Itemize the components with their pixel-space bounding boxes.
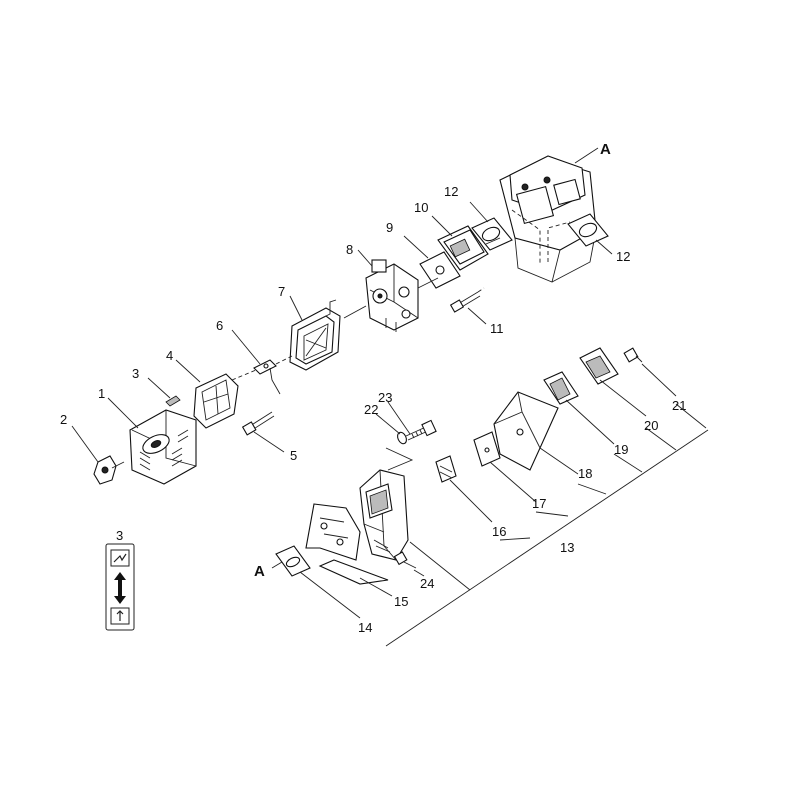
part-11-bolt	[449, 291, 481, 313]
part-12-label-left: 12	[444, 184, 458, 199]
part-2-knob	[93, 455, 125, 485]
part-20-gasket	[579, 347, 619, 385]
part-9-label: 9	[386, 220, 393, 235]
part-23-label: 23	[378, 390, 392, 405]
legend-number: 3	[116, 528, 123, 543]
part-12-gasket-right	[567, 213, 609, 247]
part-17-label: 17	[532, 496, 546, 511]
part-8-carburetor	[365, 259, 419, 332]
part-11-label: 11	[490, 321, 504, 336]
ref-label-a-top: A	[600, 141, 611, 158]
part-19-plate	[543, 371, 579, 405]
part-1-label: 1	[98, 386, 105, 401]
part-15-label: 15	[394, 594, 408, 609]
cylinder-housing	[499, 155, 597, 283]
part-13-muffler	[359, 469, 409, 561]
up-down-arrow-icon	[114, 572, 126, 604]
part-1-air-cleaner-cover	[129, 409, 197, 485]
part-7-air-filter-case	[289, 299, 341, 371]
part-16-spark-arrester	[435, 455, 457, 483]
part-24-label: 24	[420, 576, 434, 591]
choke-legend-card	[105, 543, 135, 631]
part-2-label: 2	[60, 412, 67, 427]
part-14-gasket	[275, 545, 311, 577]
part-12-gasket-left	[471, 217, 513, 251]
part-21-bolt	[623, 347, 643, 363]
part-5-label: 5	[290, 448, 297, 463]
part-16-label: 16	[492, 524, 506, 539]
ref-label-a-bottom: A	[254, 563, 265, 580]
part-4-label: 4	[166, 348, 173, 363]
part-13-label: 13	[560, 540, 574, 555]
part-23-bolt	[405, 419, 437, 441]
part-22-washer	[397, 431, 407, 445]
part-5-bolt	[241, 411, 275, 436]
part-6-holder	[253, 359, 281, 395]
part-18-muffler-cover	[493, 391, 559, 471]
part-18-label: 18	[578, 466, 592, 481]
part-15-muffler-stay	[305, 503, 389, 585]
part-4-filter-element	[193, 373, 239, 429]
part-12-label-right: 12	[616, 249, 630, 264]
part-19-label: 19	[614, 442, 628, 457]
part-22-label: 22	[364, 402, 378, 417]
part-3-label-sticker	[165, 395, 181, 407]
part-3-label: 3	[132, 366, 139, 381]
part-13-bracket-lines	[385, 403, 709, 647]
part-17-plate	[473, 431, 501, 467]
part-24-bolt	[393, 551, 417, 569]
part-10-insulator	[437, 225, 489, 271]
part-9-gasket	[419, 251, 461, 289]
part-20-label: 20	[644, 418, 658, 433]
part-14-label: 14	[358, 620, 372, 635]
part-7-label: 7	[278, 284, 285, 299]
choke-closed-icon	[110, 549, 130, 567]
part-10-label: 10	[414, 200, 428, 215]
part-6-label: 6	[216, 318, 223, 333]
part-8-label: 8	[346, 242, 353, 257]
